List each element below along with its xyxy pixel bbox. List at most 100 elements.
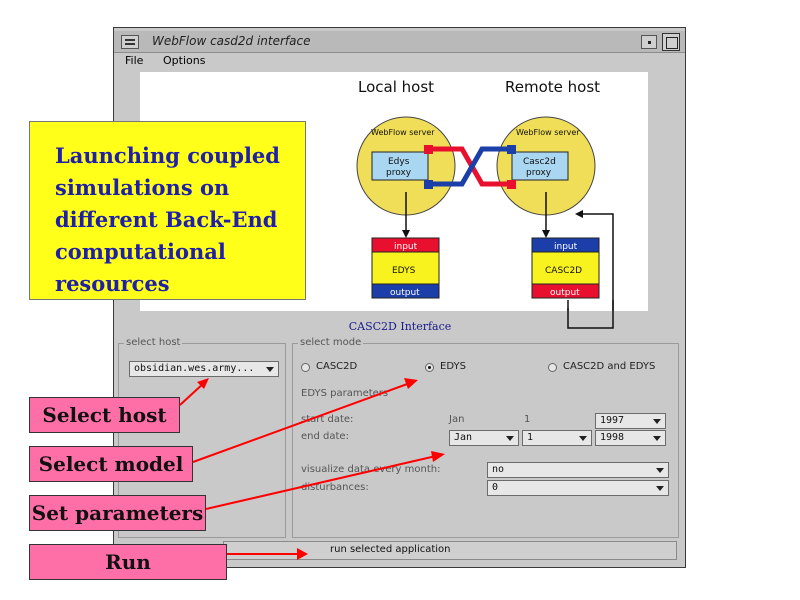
select-host-frame xyxy=(118,343,286,538)
minimize-icon[interactable] xyxy=(641,35,657,49)
disturbances-value: 0 xyxy=(492,482,499,493)
coupling-diagram-svg: Local host Remote host WebFlow server Ed… xyxy=(356,78,614,331)
menu-options[interactable]: Options xyxy=(163,54,206,67)
radio-edys-label: EDYS xyxy=(440,361,466,372)
arrow-set-parameters xyxy=(205,455,437,510)
feedback-loop-lower-path xyxy=(567,300,614,329)
right-proxy-box xyxy=(511,151,569,181)
end-month-select[interactable]: Jan xyxy=(449,430,519,446)
left-blue-port xyxy=(424,180,433,189)
right-output-box xyxy=(531,283,600,299)
end-date-label: end date: xyxy=(301,431,349,442)
radio-casc2d-and-edys[interactable] xyxy=(548,363,557,372)
local-host-title: Local host xyxy=(358,78,434,96)
title-bar[interactable] xyxy=(114,31,685,53)
right-blue-port xyxy=(507,145,516,154)
chevron-down-icon xyxy=(656,468,664,473)
right-casc2d-label: CASC2D xyxy=(545,266,582,276)
select-host-label: select host xyxy=(124,337,183,348)
end-year-value: 1998 xyxy=(600,432,625,443)
remote-host-title: Remote host xyxy=(505,78,600,96)
menu-file[interactable]: File xyxy=(125,54,144,67)
right-red-port xyxy=(507,180,516,189)
radio-casc2d-label: CASC2D xyxy=(316,361,358,372)
annotation-set-parameters: Set parameters xyxy=(29,495,206,531)
left-edys-label: EDYS xyxy=(392,266,416,276)
chevron-down-icon xyxy=(579,436,587,441)
host-select[interactable]: obsidian.wes.army... xyxy=(129,361,279,377)
visualize-select[interactable]: no xyxy=(487,462,669,478)
select-mode-frame xyxy=(292,343,679,538)
annotation-run-text: Run xyxy=(105,550,151,574)
feedback-arrowhead xyxy=(575,210,583,218)
maximize-icon[interactable] xyxy=(662,33,680,51)
edys-parameters-heading: EDYS parameters xyxy=(301,388,389,399)
annotation-select-model-text: Select model xyxy=(38,452,184,476)
end-day-select[interactable]: 1 xyxy=(522,430,592,446)
blue-link xyxy=(433,146,507,187)
right-casc2d-box xyxy=(531,251,600,285)
host-select-value: obsidian.wes.army... xyxy=(134,363,255,374)
radio-casc2d-and-edys-label: CASC2D and EDYS xyxy=(563,361,656,372)
menu-bar-line xyxy=(125,43,135,45)
annotation-set-parameters-text: Set parameters xyxy=(31,501,204,525)
arrow-set-parameters-head xyxy=(431,451,445,462)
radio-casc2d[interactable] xyxy=(301,363,310,372)
end-month-value: Jan xyxy=(454,432,473,443)
select-mode-label: select mode xyxy=(298,337,364,348)
left-proxy-line2: proxy xyxy=(386,168,412,178)
chevron-down-icon xyxy=(266,367,274,372)
minimize-dot xyxy=(648,41,651,44)
maximize-square xyxy=(666,37,678,49)
menu-bar-line xyxy=(125,39,135,41)
annotation-select-model: Select model xyxy=(29,446,193,482)
disturbances-select[interactable]: 0 xyxy=(487,480,669,496)
end-year-select[interactable]: 1998 xyxy=(595,430,666,446)
start-day: 1 xyxy=(524,414,531,425)
interface-caption: CASC2D Interface xyxy=(348,320,452,333)
left-proxy-box xyxy=(371,151,429,181)
left-server-label: WebFlow server xyxy=(371,128,435,137)
left-input-label: input xyxy=(394,242,418,252)
annotation-run: Run xyxy=(29,544,227,580)
chevron-down-icon xyxy=(653,436,661,441)
feedback-loop-lower xyxy=(567,300,614,329)
start-month: Jan xyxy=(449,414,465,425)
right-input-label: input xyxy=(554,242,578,252)
right-proxy-line2: proxy xyxy=(526,168,552,178)
left-proxy-line1: Edys xyxy=(388,157,410,167)
arrow-run-head xyxy=(297,548,308,560)
arrow-select-host-head xyxy=(197,378,209,389)
left-edys-box xyxy=(371,251,440,285)
start-date-label: start date: xyxy=(301,414,354,425)
window-title: WebFlow casd2d interface xyxy=(152,34,311,48)
left-output-box xyxy=(371,283,440,299)
right-server-label: WebFlow server xyxy=(516,128,580,137)
chevron-down-icon xyxy=(506,436,514,441)
radio-edys[interactable] xyxy=(425,363,434,372)
visualize-label: visualize data every month: xyxy=(301,464,441,475)
chevron-down-icon xyxy=(653,419,661,424)
annotation-select-host: Select host xyxy=(29,397,180,433)
window-menu-icon[interactable] xyxy=(121,35,139,49)
run-button-label: run selected application xyxy=(330,544,451,555)
right-output-label: output xyxy=(550,288,580,298)
left-arrowhead xyxy=(402,230,410,238)
start-year-value: 1997 xyxy=(600,415,625,426)
callout-text: Launching coupled simulations on differe… xyxy=(55,143,280,296)
left-output-label: output xyxy=(390,288,420,298)
start-year-select[interactable]: 1997 xyxy=(595,413,666,429)
arrow-select-model-head xyxy=(404,378,418,389)
end-day-value: 1 xyxy=(527,432,534,443)
right-arrowhead xyxy=(542,230,550,238)
annotation-select-host-text: Select host xyxy=(42,403,167,427)
left-red-port xyxy=(424,145,433,154)
arrow-select-host xyxy=(179,381,206,406)
right-proxy-line1: Casc2d xyxy=(523,157,556,167)
disturbances-label: disturbances: xyxy=(301,482,369,493)
chevron-down-icon xyxy=(656,486,664,491)
visualize-value: no xyxy=(492,464,505,475)
callout-box xyxy=(29,121,306,300)
arrow-select-model xyxy=(192,382,411,463)
